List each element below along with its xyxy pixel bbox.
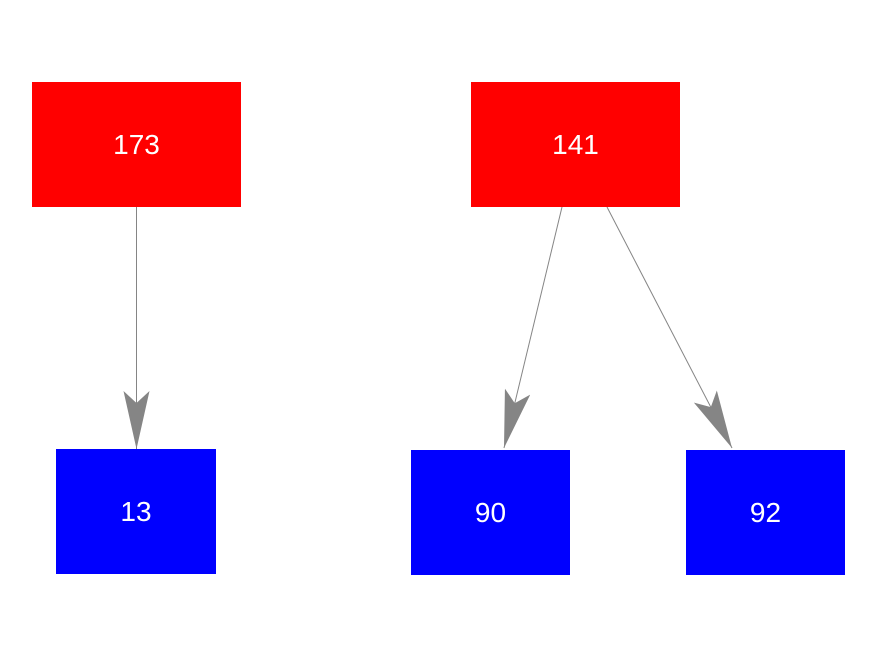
node-173[interactable]: 173 <box>32 82 241 207</box>
node-label: 13 <box>120 495 152 527</box>
node-label: 92 <box>749 496 782 528</box>
edge-141-to-92 <box>606 206 733 449</box>
node-label: 90 <box>474 496 507 528</box>
node-141[interactable]: 141 <box>471 82 680 207</box>
node-13[interactable]: 13 <box>56 449 216 574</box>
node-label: 173 <box>113 128 160 160</box>
edge-141-to-90 <box>503 206 563 449</box>
node-90[interactable]: 90 <box>411 450 570 575</box>
node-92[interactable]: 92 <box>686 450 845 575</box>
node-label: 141 <box>552 128 599 160</box>
